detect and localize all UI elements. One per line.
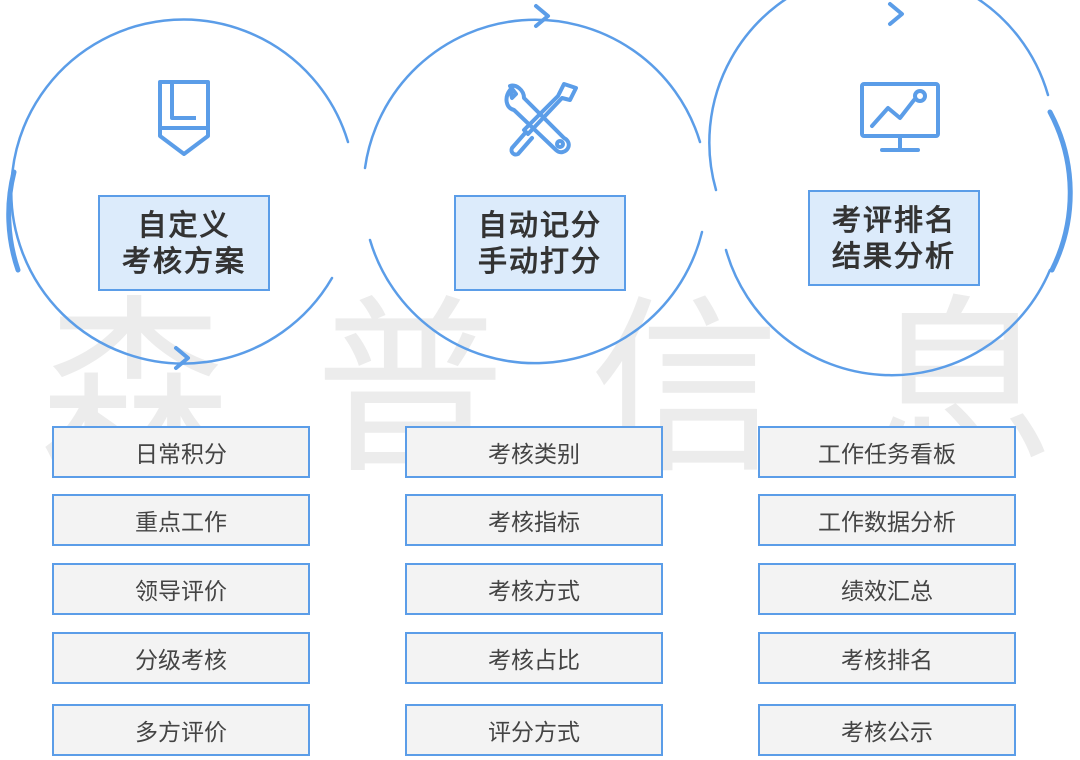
item-work-data-analysis: 工作数据分析 xyxy=(758,494,1016,546)
item-performance-summary: 绩效汇总 xyxy=(758,563,1016,615)
item-assessment-ratio: 考核占比 xyxy=(405,632,663,684)
item-assessment-method: 考核方式 xyxy=(405,563,663,615)
arrow-head-2 xyxy=(888,2,904,26)
item-key-work: 重点工作 xyxy=(52,494,310,546)
circle-2-arc-bottom xyxy=(368,230,704,365)
title-box-custom-scheme: 自定义 考核方案 xyxy=(98,195,270,291)
analytics-monitor-icon xyxy=(860,82,940,152)
title-line-2: 手动打分 xyxy=(477,244,602,278)
title-box-ranking-analysis: 考评排名 结果分析 xyxy=(808,190,980,286)
circle-3-arc-right-thick xyxy=(1047,109,1073,273)
item-leader-review: 领导评价 xyxy=(52,563,310,615)
arrow-head-1 xyxy=(534,4,550,28)
item-assessment-category: 考核类别 xyxy=(405,426,663,478)
item-assessment-indicator: 考核指标 xyxy=(405,494,663,546)
title-line-1: 自定义 xyxy=(137,208,231,242)
title-line-1: 自动记分 xyxy=(477,208,602,242)
item-assessment-publicity: 考核公示 xyxy=(758,704,1016,756)
item-scoring-method: 评分方式 xyxy=(405,704,663,756)
title-line-2: 结果分析 xyxy=(831,239,956,273)
title-line-1: 考评排名 xyxy=(831,203,956,237)
item-multi-party-review: 多方评价 xyxy=(52,704,310,756)
title-line-2: 考核方案 xyxy=(121,244,246,278)
circle-1-arc-outer xyxy=(10,18,350,365)
item-graded-assessment: 分级考核 xyxy=(52,632,310,684)
item-task-board: 工作任务看板 xyxy=(758,426,1016,478)
item-assessment-ranking: 考核排名 xyxy=(758,632,1016,684)
item-daily-points: 日常积分 xyxy=(52,426,310,478)
circle-2-arc-top xyxy=(363,18,702,170)
wrench-screwdriver-icon xyxy=(504,82,578,157)
circle-3-arc-bottom xyxy=(724,248,1052,377)
circle-3-arc-top xyxy=(708,0,1050,192)
arrow-head-3 xyxy=(174,346,190,370)
title-box-scoring: 自动记分 手动打分 xyxy=(454,195,626,291)
circle-1-arc-left-thick xyxy=(6,169,21,273)
bookmark-pen-icon xyxy=(158,80,210,156)
